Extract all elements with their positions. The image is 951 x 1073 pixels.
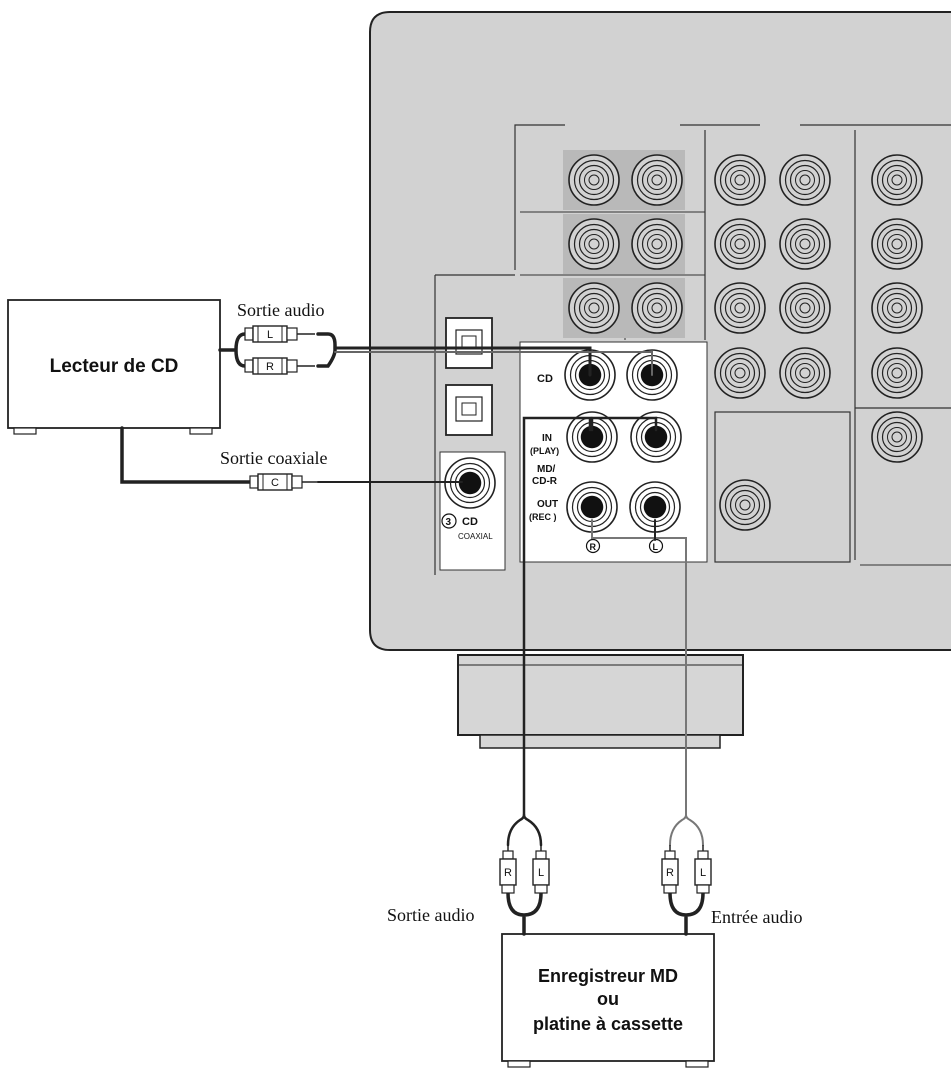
cd-coaxial-cable (120, 426, 252, 484)
cd-audio-out-label: Sortie audio (237, 300, 325, 320)
connected-jacks (444, 349, 682, 533)
cd-coaxial-plug: C (249, 473, 320, 491)
recorder-out-plug-left: L (532, 845, 550, 894)
recorder-out-plug-left-label: L (538, 867, 544, 879)
panel-label-md: MD/ (537, 464, 556, 475)
panel-label-in: IN (542, 433, 552, 444)
horizontal-plugs: L R C (244, 325, 320, 491)
recorder-label-line3: platine à cassette (533, 1014, 683, 1034)
unused-jack (714, 154, 766, 206)
md-recorder: Enregistreur MD ou platine à cassette (501, 933, 715, 1068)
unused-jack (631, 282, 683, 334)
unused-jack (714, 282, 766, 334)
unused-jack (871, 154, 923, 206)
recorder-in-plug-right: R (661, 845, 679, 894)
unused-jack (871, 282, 923, 334)
unused-jack (568, 218, 620, 270)
panel-labels: CD IN (PLAY) MD/ CD-R OUT (REC ) 3 CD CO… (441, 373, 664, 554)
panel-mark-r: R (590, 542, 597, 552)
cd-coaxial-out-label: Sortie coaxiale (220, 448, 327, 468)
unused-jack (779, 154, 831, 206)
cd-coaxial-plug-label: C (271, 477, 279, 489)
panel-label-rec: (REC ) (529, 512, 557, 522)
unused-jack (714, 347, 766, 399)
unused-jack (779, 347, 831, 399)
recorder-audio-out-label: Sortie audio (387, 905, 475, 925)
panel-label-out: OUT (537, 499, 558, 510)
connection-labels: Sortie audio Sortie coaxiale Sortie audi… (220, 300, 802, 927)
cd-audio-plug-right-label: R (266, 361, 274, 373)
md-out-jack-left (629, 481, 681, 533)
md-in-jack-left (630, 411, 682, 463)
md-in-cable (590, 416, 658, 432)
unused-jack (568, 282, 620, 334)
unused-jack (568, 154, 620, 206)
cables (120, 332, 705, 936)
unused-jack (871, 347, 923, 399)
recorder-label-line1: Enregistreur MD (538, 966, 678, 986)
recorder-in-plug-right-label: R (666, 867, 674, 879)
panel-label-coaxial: COAXIAL (458, 532, 493, 541)
recorder-in-plug-left: L (694, 845, 712, 894)
unused-jacks (568, 154, 923, 531)
recorder-out-plug-right-label: R (504, 867, 512, 879)
panel-label-cd: CD (537, 373, 553, 385)
cd-player-label: Lecteur de CD (50, 356, 179, 377)
unused-jack (631, 218, 683, 270)
unused-jack (871, 411, 923, 463)
panel-label-coax-cd: CD (462, 516, 478, 528)
unused-jack (714, 218, 766, 270)
panel-mark-l: L (653, 542, 659, 552)
recorder-audio-in-label: Entrée audio (711, 907, 802, 927)
cd-audio-plug-left: L (244, 325, 315, 343)
cd-player: Lecteur de CD (7, 299, 221, 435)
unused-jack (631, 154, 683, 206)
unused-jack (779, 282, 831, 334)
panel-label-coax-number: 3 (446, 517, 452, 528)
md-in-jack-right (566, 411, 618, 463)
unused-jack (719, 479, 771, 531)
cd-audio-cable (218, 332, 247, 368)
recorder-label-line2: ou (597, 989, 619, 1009)
cd-audio-plug-right: R (244, 357, 315, 375)
unused-jack (779, 218, 831, 270)
recorder-out-plug-right: R (499, 845, 517, 894)
unused-jack (871, 218, 923, 270)
recorder-in-plug-left-label: L (700, 867, 706, 879)
cd-audio-plug-left-label: L (267, 329, 273, 341)
panel-label-cdr: CD-R (532, 476, 558, 487)
panel-label-play: (PLAY) (530, 446, 559, 456)
